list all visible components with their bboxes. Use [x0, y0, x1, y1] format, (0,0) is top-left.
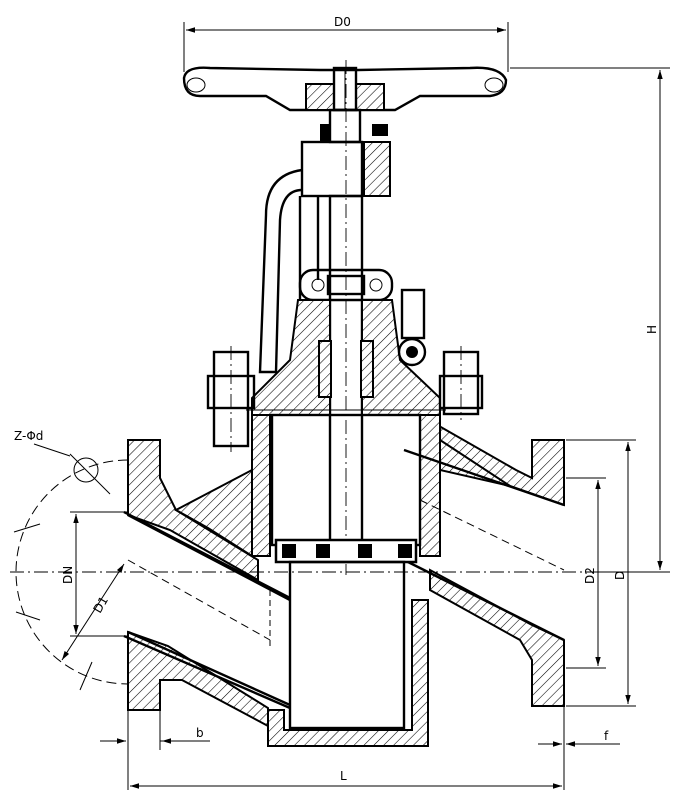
- dimension-lines: D0 H D D2 DN D1 b f: [61, 15, 670, 790]
- dimension-d1: D1: [90, 594, 111, 616]
- bonnet: [206, 288, 484, 452]
- dimension-f: f: [604, 729, 609, 743]
- dimension-dn: DN: [61, 566, 75, 584]
- dimension-b: b: [196, 726, 204, 740]
- bolt-circle-detail: Z-Φd: [13, 429, 129, 691]
- handwheel: [182, 66, 508, 112]
- valve-body: [123, 414, 565, 747]
- bolt-circle-label: Z-Φd: [14, 429, 43, 443]
- dimension-l: L: [340, 769, 347, 783]
- dimension-d0: D0: [334, 15, 351, 29]
- dimension-d: D: [613, 571, 627, 580]
- dimension-h: H: [645, 325, 659, 334]
- disc-plug: [269, 413, 422, 730]
- dimension-d2: D2: [583, 567, 597, 584]
